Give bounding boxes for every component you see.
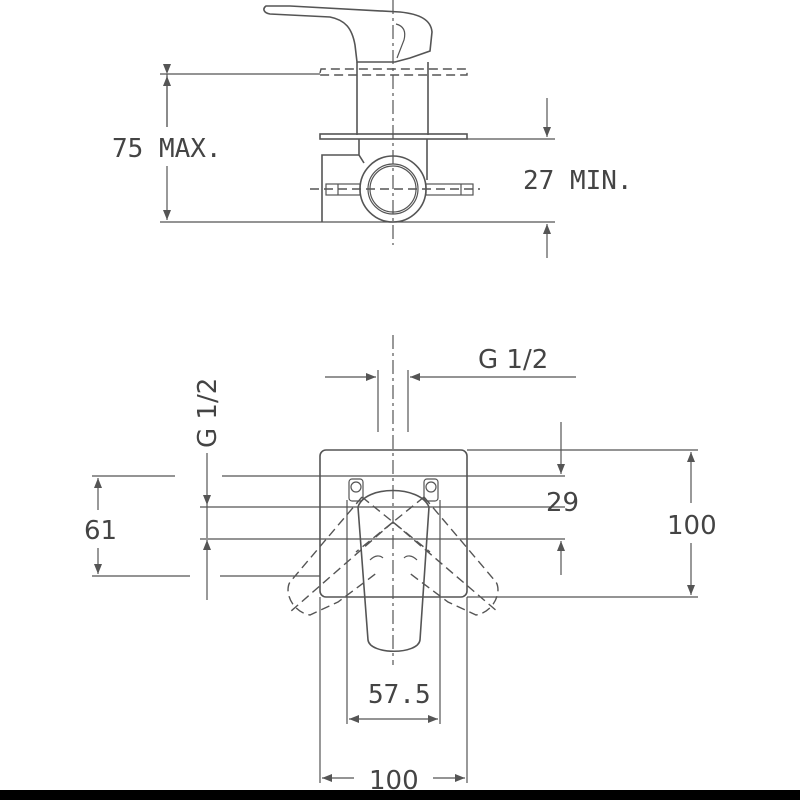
handle-inner-curve [395, 23, 406, 59]
front-view: G 1/2 G 1/2 [84, 335, 717, 796]
front-lever [357, 489, 430, 652]
dim-100-vertical-label: 100 [667, 511, 717, 541]
front-wall-plate [319, 449, 468, 598]
lever-handle [263, 5, 433, 63]
dim-27-min-label: 27 MIN. [523, 166, 633, 196]
thread-label-horizontal: G 1/2 [478, 345, 548, 375]
dashed-cover-plate [319, 68, 468, 76]
body-block [321, 154, 359, 222]
mounting-lug-left [348, 478, 364, 502]
dim-75-max-label: 75 MAX. [112, 134, 222, 164]
mounting-lug-right [423, 478, 439, 502]
lever-rotated-right [407, 496, 499, 616]
dim-61-label: 61 [84, 516, 117, 546]
bottom-border-bar [0, 790, 800, 800]
body-lower-left [358, 139, 365, 164]
thread-label-vertical: G 1/2 [193, 378, 223, 448]
wall-plate [319, 133, 468, 140]
dim-57-5-label: 57.5 [368, 680, 431, 710]
lever-rotated-left [287, 496, 379, 616]
side-view: 75 MAX. 27 MIN. [112, 0, 633, 258]
dim-29-label: 29 [546, 488, 579, 518]
